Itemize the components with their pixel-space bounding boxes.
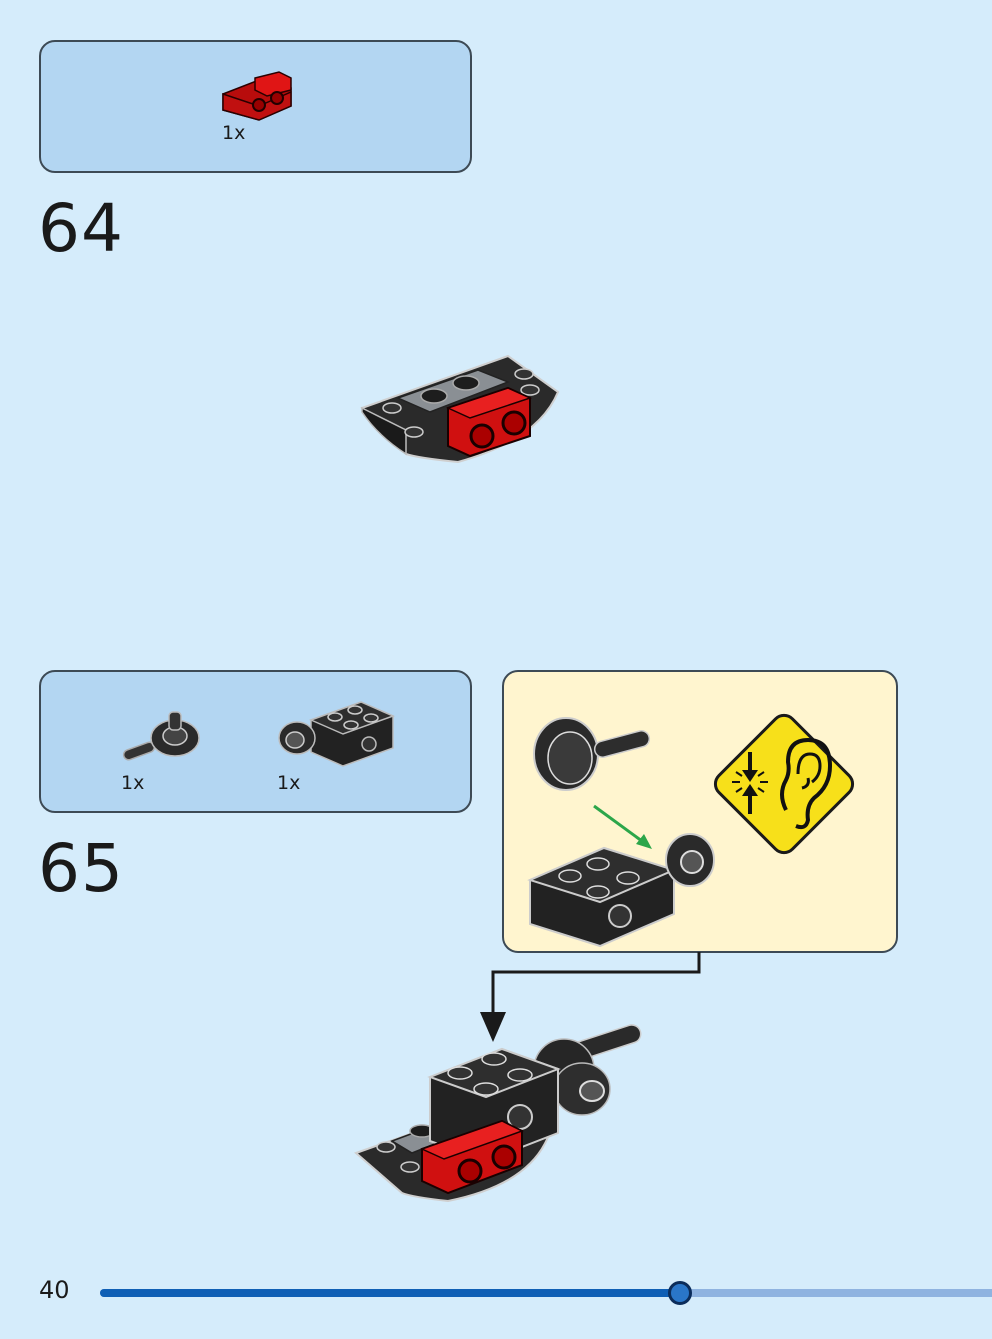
- progress-bar-knob: [668, 1281, 692, 1305]
- click-sound-callout: [502, 670, 898, 953]
- red-bracket-plate-part: [222, 71, 292, 121]
- callout-assembly-illustration: [527, 717, 715, 948]
- callout-connector-arrow: [480, 952, 701, 1042]
- part-quantity: 1x: [277, 772, 301, 794]
- ball-joint-socket-part: [122, 711, 200, 761]
- parts-box-step-64: 1x: [39, 40, 472, 173]
- brick-with-ball-joint-part: [278, 701, 396, 767]
- step-number: 64: [38, 190, 124, 267]
- part-quantity: 1x: [222, 122, 246, 144]
- progress-bar: [100, 1281, 992, 1305]
- step-number: 65: [38, 830, 124, 907]
- step-64-assembly-illustration: [360, 354, 560, 464]
- page-number: 40: [39, 1276, 70, 1304]
- step-65-assembly-illustration: [354, 1024, 642, 1203]
- part-quantity: 1x: [121, 772, 145, 794]
- progress-bar-fill: [100, 1289, 680, 1297]
- click-sound-icon: [713, 713, 855, 855]
- parts-box-step-65: 1x 1x: [39, 670, 472, 813]
